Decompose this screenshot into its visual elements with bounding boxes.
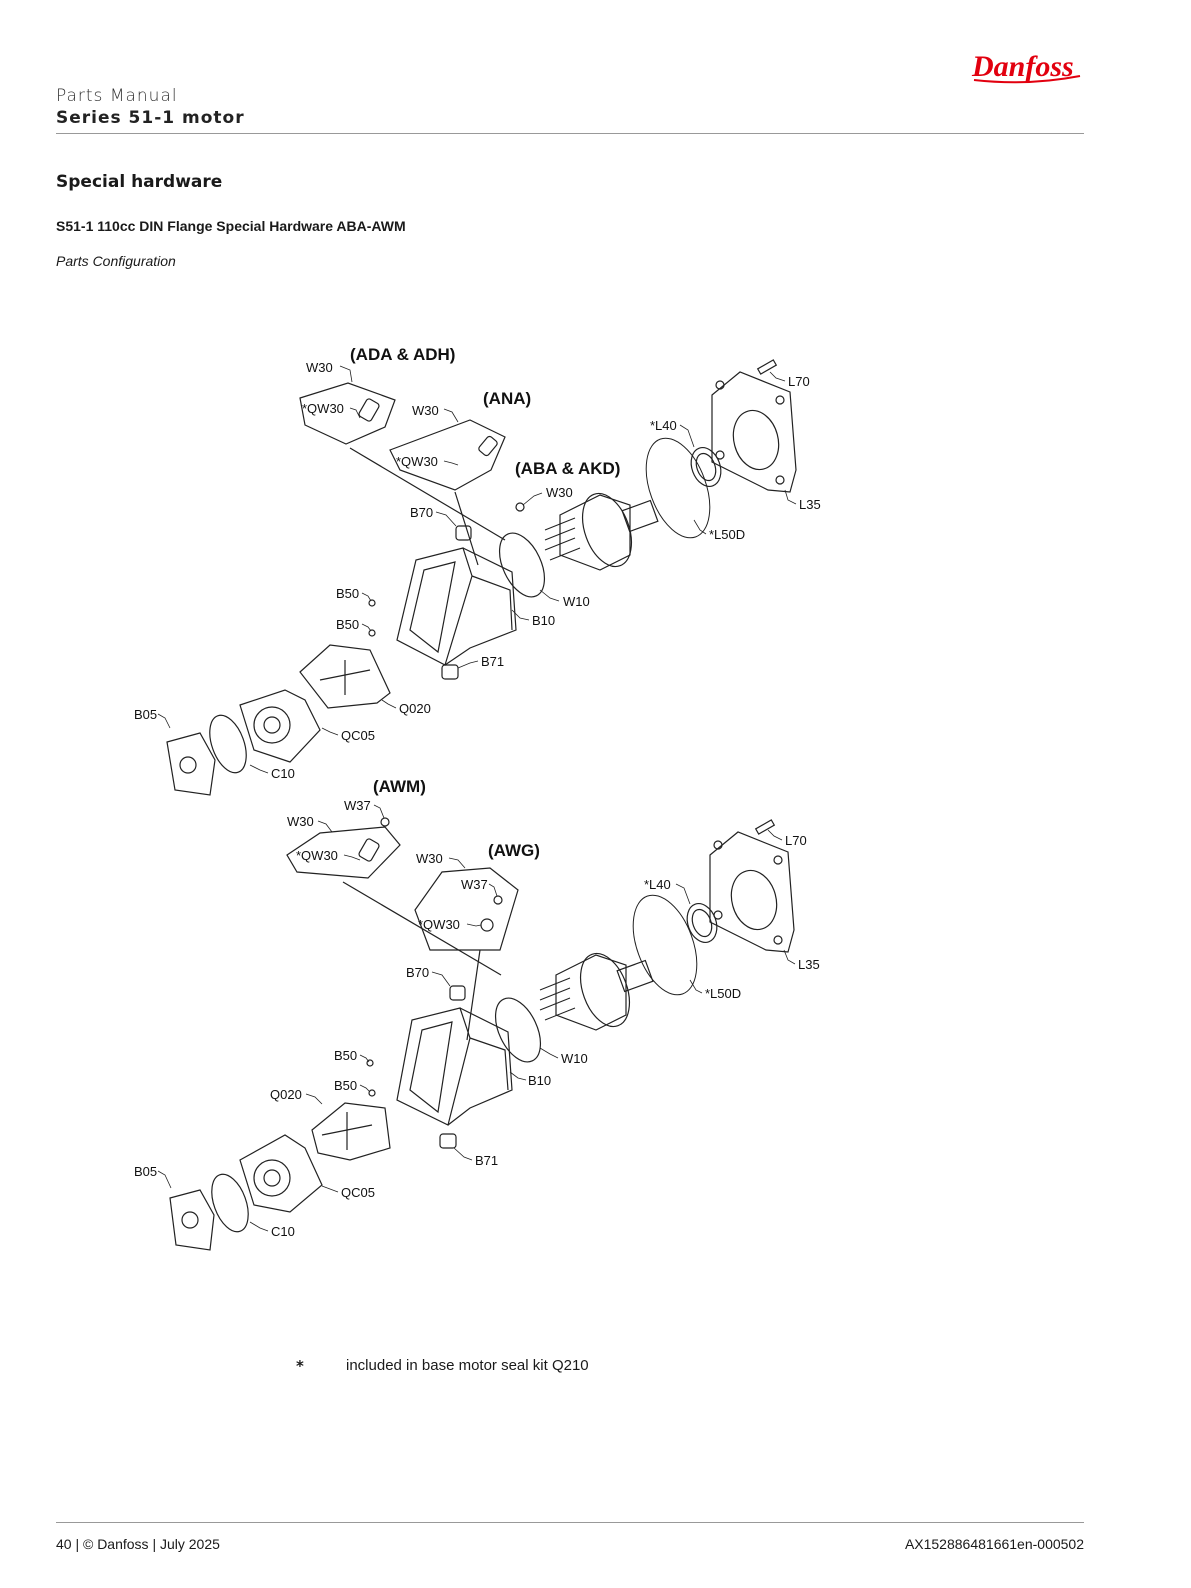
callout-label: *L50D	[705, 986, 741, 1001]
callout-label: *QW30	[302, 401, 344, 416]
callout-label: B05	[134, 707, 157, 722]
callout-label: *L40	[644, 877, 671, 892]
callout-label: B50	[336, 617, 359, 632]
section-title: Special hardware	[56, 172, 223, 192]
callout-label: W37	[344, 798, 371, 813]
callout-label: W10	[563, 594, 590, 609]
callout-label: B50	[334, 1048, 357, 1063]
variant-label: (AWG)	[488, 841, 540, 860]
callout-label: B70	[410, 505, 433, 520]
footer-doc-number: AX152886481661en-000502	[904, 1536, 1084, 1552]
callout-label: W10	[561, 1051, 588, 1066]
callout-label: QC05	[341, 728, 375, 743]
variant-label: (AWM)	[373, 777, 426, 796]
variant-label: (ABA & AKD)	[515, 459, 620, 478]
callout-label: L35	[798, 957, 820, 972]
callout-label: W30	[412, 403, 439, 418]
callout-label: Q020	[399, 701, 431, 716]
footnote-text: included in base motor seal kit Q210	[346, 1357, 589, 1374]
callout-label: L70	[788, 374, 810, 389]
header-divider	[56, 133, 1084, 134]
callout-label: C10	[271, 766, 295, 781]
callout-label: B71	[481, 654, 504, 669]
callout-label: *L40	[650, 418, 677, 433]
lower-assembly-labels: (AWM) (AWG) W37 W30 *QW30 W30 W37 *QW30 …	[134, 777, 820, 1239]
callout-label: B10	[532, 613, 555, 628]
callout-label: B10	[528, 1073, 551, 1088]
variant-label: (ADA & ADH)	[350, 345, 455, 364]
callout-label: W30	[546, 485, 573, 500]
footer-divider	[56, 1522, 1084, 1523]
callout-label: B05	[134, 1164, 157, 1179]
callout-label: B71	[475, 1153, 498, 1168]
footnote-symbol: *	[296, 1357, 304, 1375]
callout-label: *QW30	[396, 454, 438, 469]
callout-label: *QW30	[418, 917, 460, 932]
lower-assembly-drawing	[169, 817, 795, 1251]
callout-label: L70	[785, 833, 807, 848]
callout-label: B70	[406, 965, 429, 980]
callout-label: QC05	[341, 1185, 375, 1200]
callout-label: B50	[336, 586, 359, 601]
figure-title: S51-1 110cc DIN Flange Special Hardware …	[56, 218, 406, 234]
variant-label: (ANA)	[483, 389, 531, 408]
doc-subtitle: Series 51-1 motor	[56, 108, 245, 128]
exploded-parts-diagram: (ADA & ADH) (ANA) (ABA & AKD) W30 *QW30 …	[134, 345, 821, 1251]
doc-title: Parts Manual	[56, 86, 178, 106]
upper-assembly-labels: (ADA & ADH) (ANA) (ABA & AKD) W30 *QW30 …	[134, 345, 821, 781]
upper-assembly-drawing	[166, 359, 797, 796]
footer-page-info: 40 | © Danfoss | July 2025	[56, 1536, 220, 1552]
callout-label: *L50D	[709, 527, 745, 542]
callout-label: W37	[461, 877, 488, 892]
danfoss-logo: Danfoss	[971, 50, 1081, 84]
logo-text: Danfoss	[971, 50, 1074, 83]
callout-label: *QW30	[296, 848, 338, 863]
callout-label: W30	[416, 851, 443, 866]
callout-label: W30	[287, 814, 314, 829]
callout-label: Q020	[270, 1087, 302, 1102]
callout-label: W30	[306, 360, 333, 375]
figure-caption: Parts Configuration	[56, 253, 176, 269]
callout-label: L35	[799, 497, 821, 512]
callout-label: B50	[334, 1078, 357, 1093]
callout-label: C10	[271, 1224, 295, 1239]
